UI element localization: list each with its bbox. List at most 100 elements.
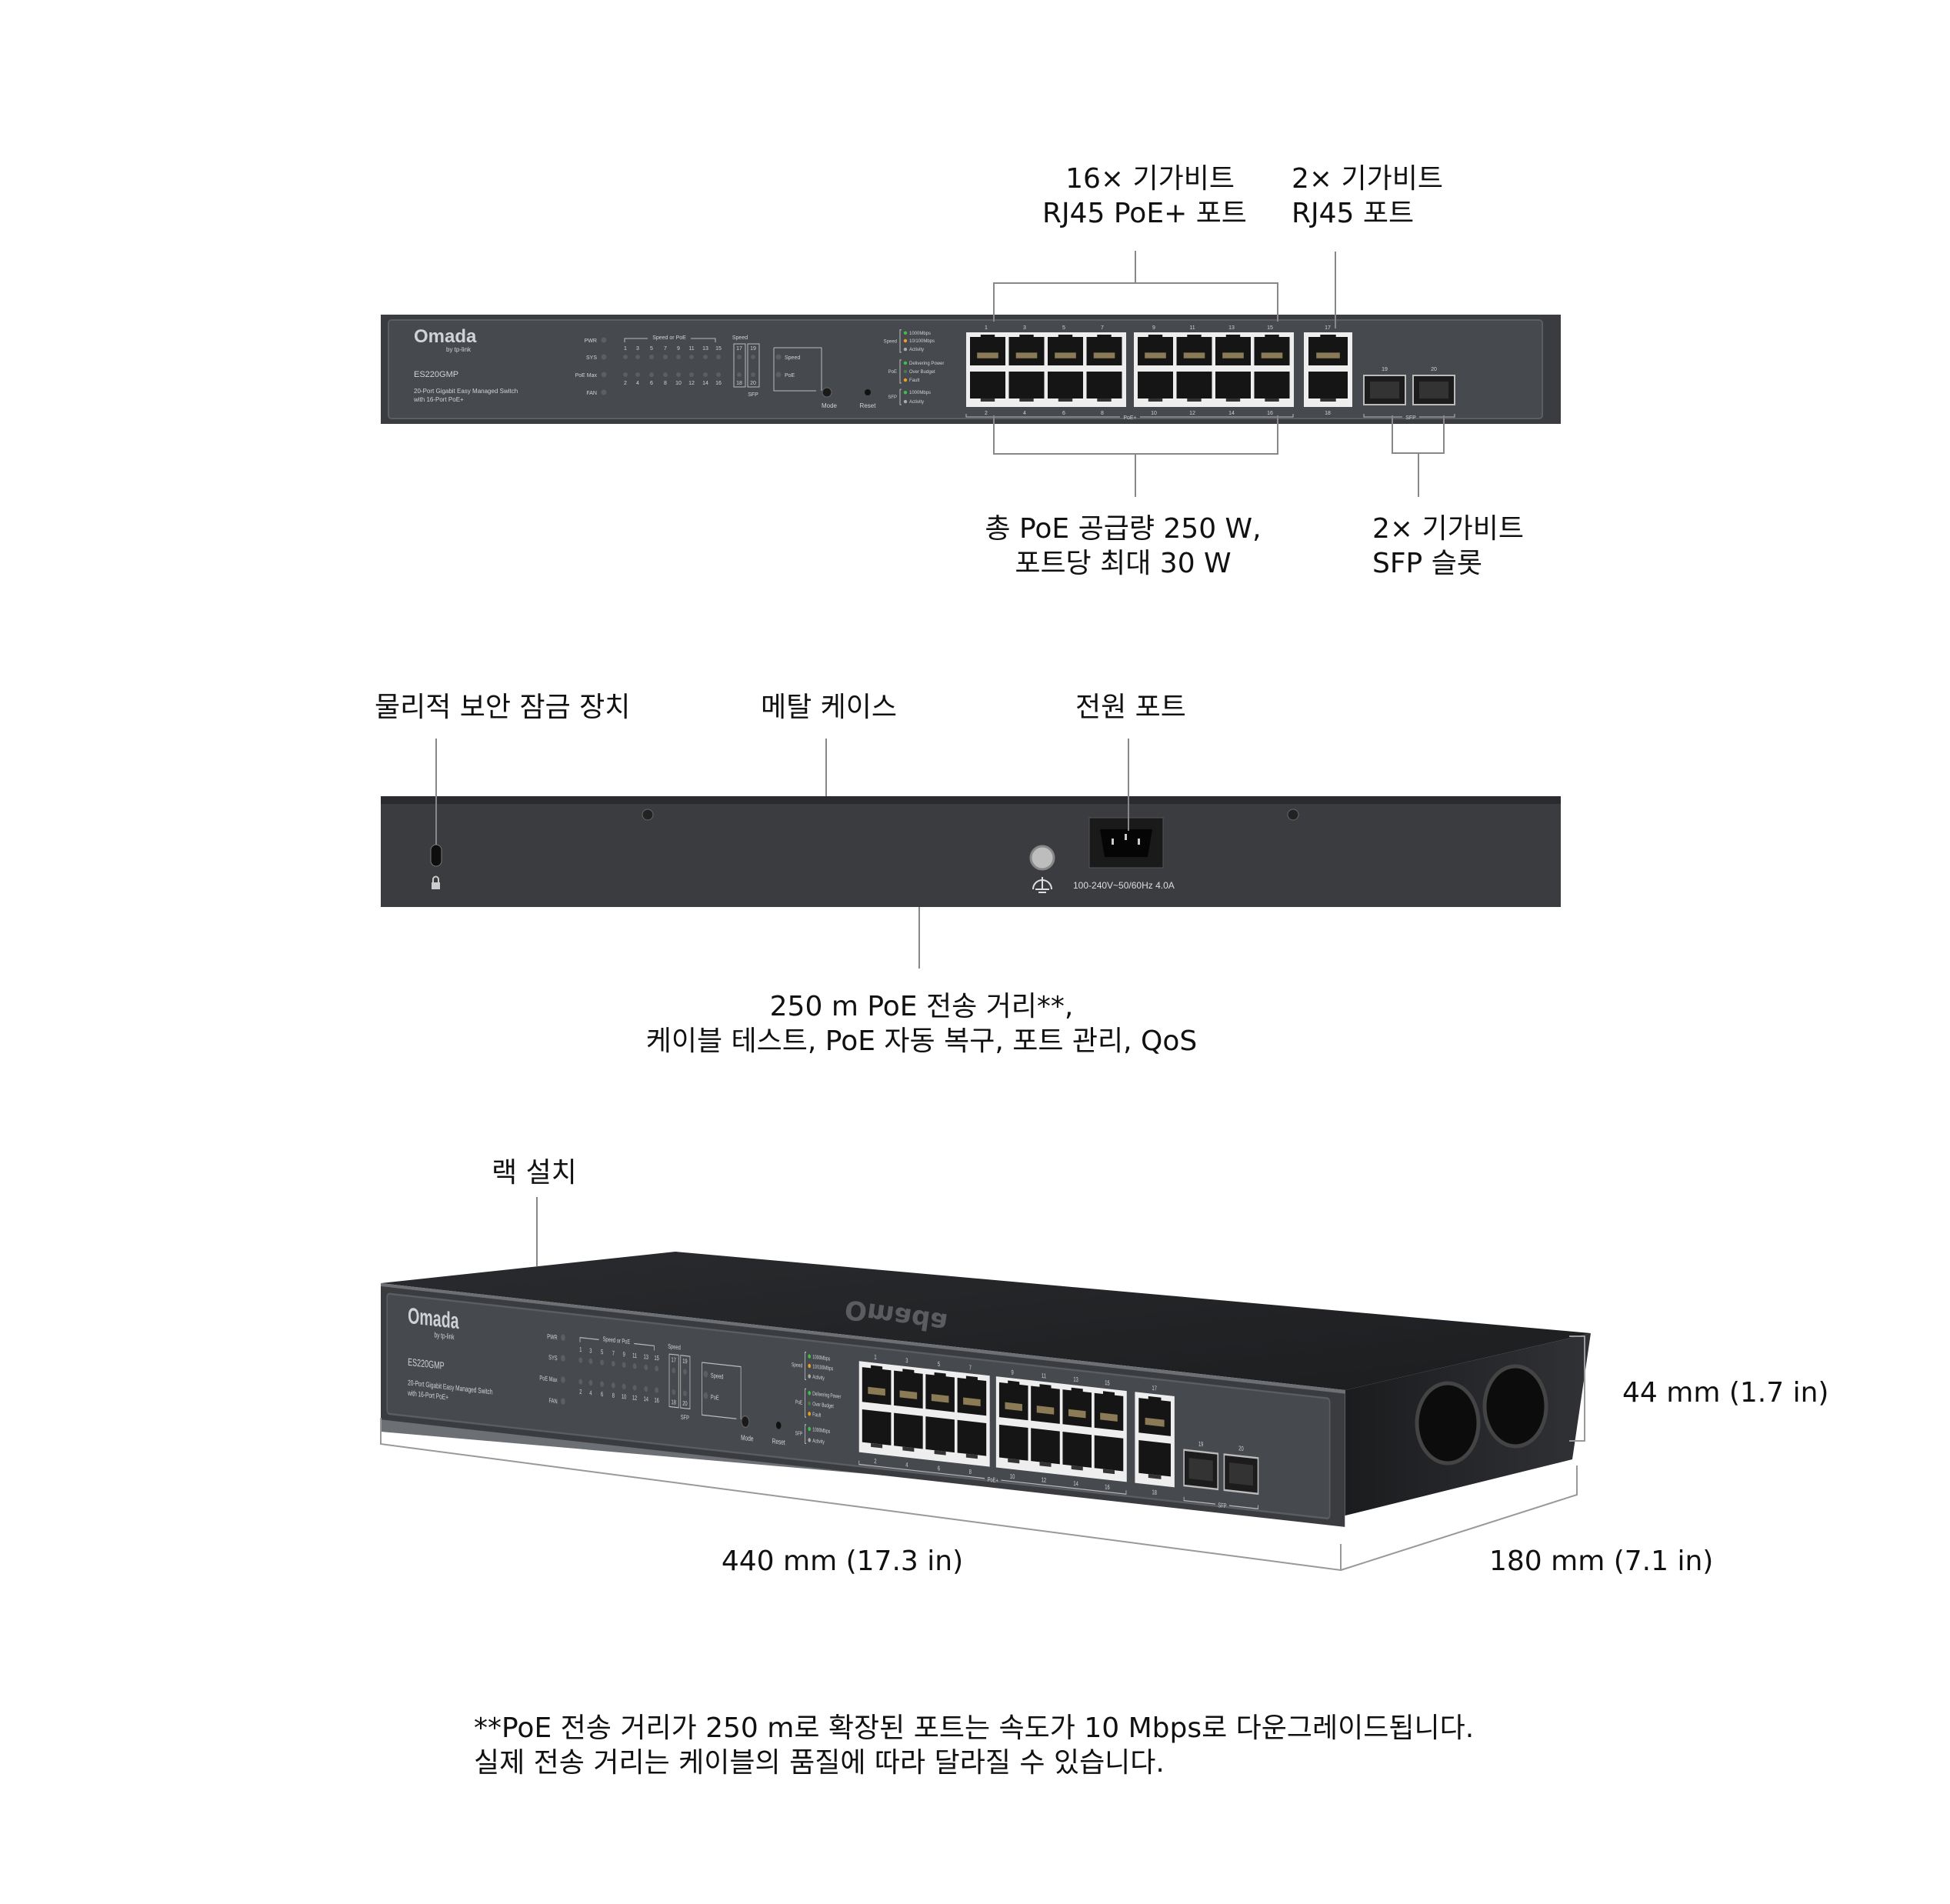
legend-led-dot bbox=[903, 338, 908, 343]
dimension-width: 440 mm (17.3 in) bbox=[721, 1546, 964, 1577]
system-led bbox=[601, 337, 607, 343]
legend-led-dot bbox=[903, 369, 908, 374]
port-number: 3 bbox=[1023, 325, 1026, 331]
rj45-port[interactable] bbox=[1086, 337, 1122, 365]
port-led bbox=[623, 355, 628, 359]
reset-button[interactable] bbox=[865, 389, 871, 395]
rj45-port[interactable] bbox=[1308, 337, 1348, 365]
rj45-port[interactable] bbox=[1008, 337, 1045, 365]
port-led bbox=[703, 372, 708, 377]
rj45-port[interactable] bbox=[1138, 372, 1173, 398]
callout-poe-budget-line1: 총 PoE 공급량 250 W, bbox=[985, 513, 1262, 545]
system-led-label: PWR bbox=[585, 338, 597, 344]
omada-logo: Omada bbox=[414, 326, 477, 347]
sfp-group-label: SFP bbox=[1405, 415, 1416, 421]
model-description-1: 20-Port Gigabit Easy Managed Switch bbox=[414, 388, 518, 395]
system-led bbox=[601, 354, 607, 360]
rj45-port[interactable] bbox=[1048, 372, 1083, 398]
port-led bbox=[663, 355, 668, 359]
port-number: 14 bbox=[1228, 411, 1235, 416]
rj45-port[interactable] bbox=[1176, 337, 1212, 365]
mode-poe-label: PoE bbox=[785, 373, 795, 378]
system-led-label: SYS bbox=[586, 355, 597, 361]
port-number: 4 bbox=[1023, 411, 1026, 416]
callout-poe-ports: 16× 기가비트 RJ45 PoE+ 포트 bbox=[1042, 162, 1247, 231]
port-led bbox=[716, 355, 721, 359]
uplink-speed-label: Speed bbox=[732, 335, 748, 341]
footnote-line1: **PoE 전송 거리가 250 m로 확장된 포트는 속도가 10 Mbps로… bbox=[474, 1712, 1475, 1744]
callout-security-lock: 물리적 보안 잠금 장치 bbox=[375, 692, 631, 723]
legend-led-dot bbox=[903, 331, 908, 335]
rear-panel: 100-240V~50/60Hz 4.0A bbox=[381, 796, 1561, 907]
rj45-port[interactable] bbox=[1254, 372, 1290, 398]
rear-callout-lines bbox=[435, 739, 1129, 1266]
legend-item: Activity bbox=[909, 400, 924, 405]
legend-item: Fault bbox=[909, 378, 920, 383]
port-led-number: 8 bbox=[664, 381, 667, 386]
legend-item: Over Budget bbox=[909, 370, 935, 375]
rj45-port[interactable] bbox=[1176, 372, 1212, 398]
sfp-led-label: SFP bbox=[748, 392, 758, 398]
mode-button[interactable] bbox=[822, 387, 832, 398]
port-number: 10 bbox=[1151, 411, 1157, 416]
model-name: ES220GMP bbox=[414, 370, 458, 379]
port-led bbox=[676, 372, 681, 377]
system-led-label: FAN bbox=[586, 391, 597, 396]
port-led-number: 9 bbox=[677, 346, 680, 352]
port-number: 6 bbox=[1062, 411, 1065, 416]
rj45-port[interactable] bbox=[1048, 337, 1083, 365]
port-led-number: 10 bbox=[675, 381, 682, 386]
rj45-port[interactable] bbox=[1215, 337, 1251, 365]
switch-3d-view: Omada bbox=[379, 1252, 1591, 1529]
power-rating: 100-240V~50/60Hz 4.0A bbox=[1073, 880, 1175, 891]
port-led-number: 16 bbox=[715, 381, 722, 386]
callout-features: 250 m PoE 전송 거리**, 케이블 테스트, PoE 자동 복구, 포… bbox=[646, 989, 1198, 1059]
rj45-port[interactable] bbox=[970, 372, 1005, 398]
port-led-number: 15 bbox=[715, 346, 722, 352]
rj45-port[interactable] bbox=[1308, 372, 1348, 398]
fan-vent bbox=[1482, 1364, 1548, 1449]
led-legend: Speed1000Mbps10/100MbpsActivityPoEDelive… bbox=[884, 329, 944, 405]
legend-item: 1000Mbps bbox=[909, 391, 931, 395]
rj45-port[interactable] bbox=[1138, 337, 1173, 365]
legend-led-dot bbox=[903, 378, 908, 382]
legend-led-dot bbox=[903, 399, 908, 404]
led-label-17: 17 bbox=[736, 346, 742, 352]
dimension-height: 44 mm (1.7 in) bbox=[1622, 1377, 1829, 1409]
rj45-port[interactable] bbox=[1008, 372, 1045, 398]
rj45-port[interactable] bbox=[970, 337, 1005, 365]
legend-group-label: Speed bbox=[884, 339, 897, 344]
fan-vent bbox=[1415, 1381, 1481, 1466]
rj45-port[interactable] bbox=[1086, 372, 1122, 398]
lock-icon bbox=[432, 875, 440, 889]
callout-features-line2: 케이블 테스트, PoE 자동 복구, 포트 관리, QoS bbox=[645, 1025, 1198, 1057]
callout-poe-ports-line2: RJ45 PoE+ 포트 bbox=[1042, 198, 1247, 229]
port-led-number: 1 bbox=[624, 346, 627, 352]
led-label-18: 18 bbox=[736, 381, 742, 386]
kensington-lock-slot bbox=[430, 844, 442, 867]
rj45-port[interactable] bbox=[1215, 372, 1251, 398]
footnote-line2: 실제 전송 거리는 케이블의 품질에 따라 달라질 수 있습니다. bbox=[474, 1747, 1165, 1779]
callout-metal-case: 메탈 케이스 bbox=[761, 692, 898, 723]
legend-item: 1000Mbps bbox=[909, 332, 931, 336]
port-led-number: 13 bbox=[702, 346, 708, 352]
port-led bbox=[635, 372, 640, 377]
port-number: 16 bbox=[1267, 411, 1273, 416]
callout-rack-mount: 랙 설치 bbox=[492, 1157, 577, 1189]
port-number: 15 bbox=[1267, 325, 1273, 331]
speed-or-poe-label: Speed or PoE bbox=[652, 335, 686, 341]
legend-item: Activity bbox=[909, 348, 924, 352]
callout-rj45-ports: 2× 기가비트 RJ45 포트 bbox=[1292, 162, 1443, 231]
port-led-number: 3 bbox=[636, 346, 639, 352]
legend-item: 10/100Mbps bbox=[909, 339, 935, 344]
legend-bracket bbox=[899, 359, 902, 384]
legend-group-label: SFP bbox=[888, 395, 897, 400]
front-panel: Omada by tp-link ES220GMP 20-Port Gigabi… bbox=[381, 315, 1561, 424]
ground-symbol-icon bbox=[1032, 877, 1052, 893]
port-number: 7 bbox=[1101, 325, 1104, 331]
port-led-number: 2 bbox=[624, 381, 627, 386]
rj45-port[interactable] bbox=[1254, 337, 1290, 365]
sfp-number: 20 bbox=[1431, 367, 1437, 372]
